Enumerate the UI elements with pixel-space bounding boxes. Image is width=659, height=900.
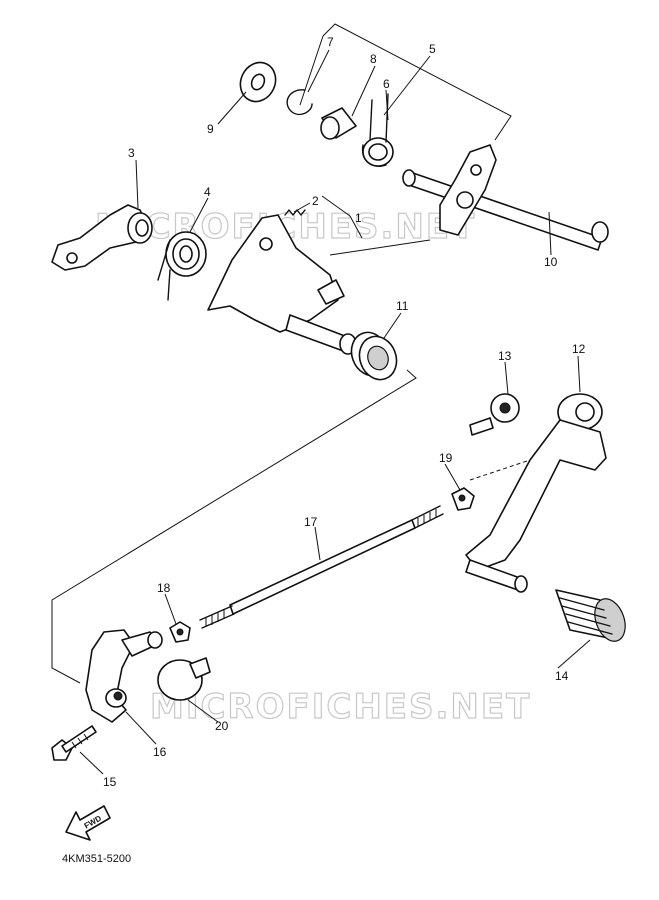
callout-20: 20 (215, 719, 229, 733)
callout-11: 11 (396, 299, 409, 313)
forward-direction-arrow: FWD (65, 805, 111, 841)
spring-part-2 (284, 209, 306, 216)
bolt-part-15 (51, 725, 97, 761)
shift-shaft-part-10 (402, 144, 609, 251)
callout-3: 3 (128, 146, 135, 160)
callout-9: 9 (207, 122, 214, 136)
collar-part-8 (320, 107, 357, 140)
callout-16: 16 (153, 745, 167, 759)
watermark-bottom: MICROFICHES.NET (150, 687, 531, 727)
callout-15: 15 (103, 775, 117, 789)
ball-joint-part-20 (157, 657, 211, 701)
rod-end-part-13 (469, 393, 520, 436)
callout-numbers: 1 2 3 4 5 6 7 8 9 10 11 12 13 14 15 16 1… (103, 35, 586, 789)
pedal-rubber-part-14 (555, 589, 626, 642)
callout-2: 2 (312, 194, 319, 208)
assembly-bracket-lines (51, 23, 512, 684)
callout-7: 7 (327, 35, 334, 49)
spring-part-5-6 (361, 93, 394, 167)
torsion-spring-part-4 (157, 231, 207, 301)
callout-4: 4 (204, 185, 211, 199)
callout-5: 5 (429, 42, 436, 56)
circlip-part-7 (286, 89, 313, 116)
nut-part-18 (169, 621, 191, 643)
washer-part-9 (239, 61, 277, 103)
leader-lines (79, 49, 591, 775)
nut-part-19 (451, 487, 475, 511)
shift-rod-part-17 (199, 505, 444, 629)
callout-10: 10 (544, 255, 558, 269)
shift-arm-part-3 (51, 204, 153, 271)
diagram-code: 4KM351-5200 (62, 853, 131, 865)
callout-18: 18 (157, 581, 171, 595)
callout-1: 1 (355, 211, 362, 225)
callout-13: 13 (498, 349, 512, 363)
shift-arm-lower-part-16 (85, 629, 163, 723)
shift-pedal-part-12 (465, 393, 607, 593)
callout-8: 8 (370, 52, 377, 66)
callout-6: 6 (383, 77, 390, 91)
shift-shaft-assembly-part-1 (207, 214, 357, 355)
callout-14: 14 (555, 669, 569, 683)
callout-12: 12 (572, 342, 586, 356)
callout-19: 19 (439, 451, 453, 465)
bearing-part-11 (350, 331, 398, 381)
callout-17: 17 (304, 515, 318, 529)
